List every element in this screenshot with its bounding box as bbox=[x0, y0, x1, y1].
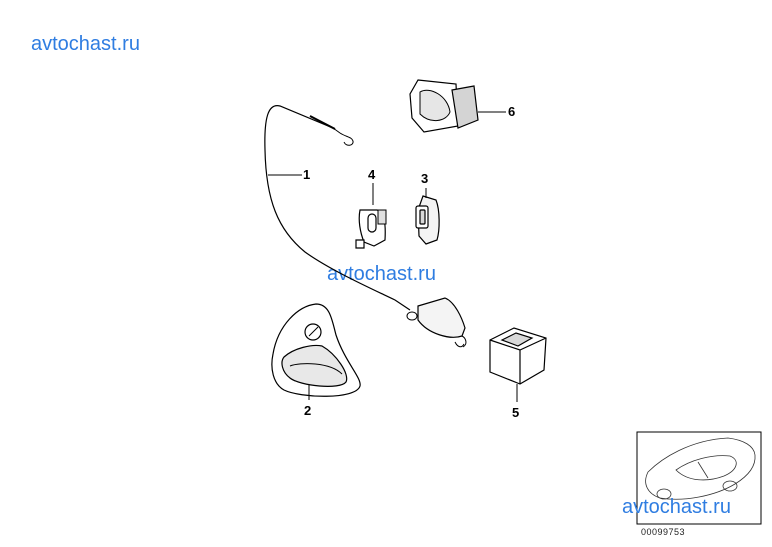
watermark-bottom-right: avtochast.ru bbox=[622, 496, 731, 518]
part-3-clip bbox=[415, 195, 440, 245]
watermark-top-left: avtochast.ru bbox=[31, 33, 140, 55]
callout-1: 1 bbox=[303, 167, 311, 182]
callout-3: 3 bbox=[421, 171, 429, 186]
callout-2: 2 bbox=[304, 403, 312, 418]
car-thumbnail bbox=[636, 431, 762, 525]
callout-5: 5 bbox=[512, 405, 520, 420]
car-outline-icon bbox=[645, 437, 756, 500]
callout-4: 4 bbox=[368, 167, 376, 182]
part-6-plate bbox=[409, 79, 479, 133]
part-2-handle bbox=[271, 303, 361, 397]
part-5-block bbox=[489, 327, 547, 385]
watermark-center: avtochast.ru bbox=[327, 263, 436, 285]
part-1-cable bbox=[264, 105, 467, 348]
leader-lines bbox=[268, 111, 518, 402]
diagram-number: 00099753 bbox=[641, 527, 686, 537]
callout-6: 6 bbox=[508, 104, 516, 119]
part-4-bracket bbox=[355, 209, 387, 249]
